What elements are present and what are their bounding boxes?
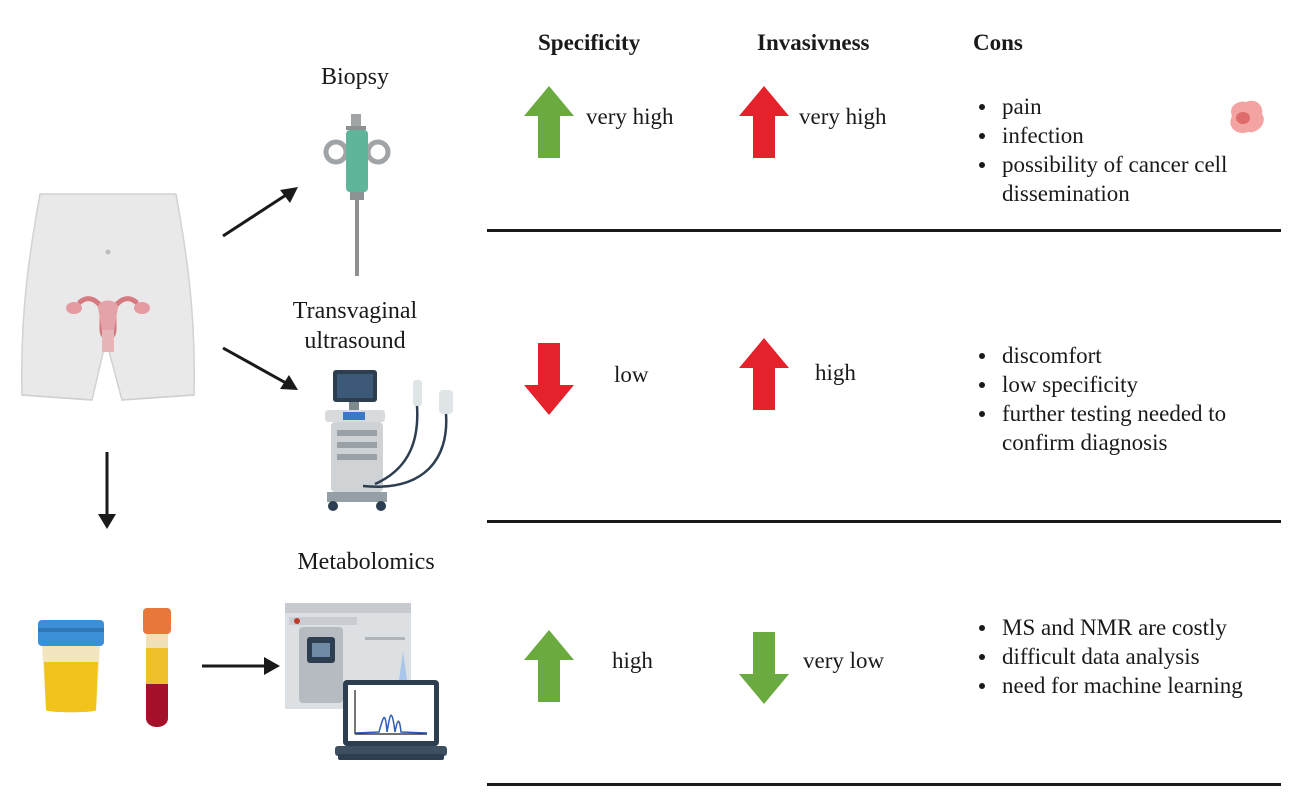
arrow-up-icon	[739, 338, 789, 410]
cons-item: difficult data analysis	[973, 642, 1293, 671]
invasiveness-value: very high	[799, 104, 887, 129]
arrow-to-ultrasound	[222, 346, 298, 390]
row-divider	[487, 229, 1281, 232]
ultrasound-machine-icon	[325, 370, 453, 511]
arrow-to-metabolomics	[202, 657, 280, 675]
cons-item: discomfort	[973, 341, 1283, 370]
row-divider	[487, 520, 1281, 523]
cons-item: infection	[973, 121, 1273, 150]
cons-item: MS and NMR are costly	[973, 613, 1293, 642]
urine-sample-cup-icon	[38, 620, 104, 713]
method-title-biopsy: Biopsy	[320, 64, 389, 90]
cons-item: possibility of cancer cell dissemination	[973, 150, 1273, 208]
invasiveness-value: high	[815, 360, 856, 385]
laptop-chromatogram-icon	[335, 680, 447, 760]
cons-item: need for machine learning	[973, 671, 1293, 700]
header-specificity: Specificity	[538, 30, 641, 55]
specificity-value: very high	[586, 104, 674, 129]
biopsy-needle-icon	[323, 114, 391, 276]
cons-list: MS and NMR are costly difficult data ana…	[973, 613, 1293, 700]
blood-tube-icon	[143, 608, 171, 727]
arrow-to-samples	[98, 452, 116, 529]
arrow-up-icon	[524, 86, 574, 158]
cons-list: pain infection possibility of cancer cel…	[973, 92, 1273, 208]
specificity-value: low	[614, 362, 649, 387]
cancer-cell-icon	[1230, 100, 1264, 134]
arrow-down-icon	[739, 632, 789, 704]
method-title-metabolomics: Metabolomics	[297, 549, 435, 575]
specificity-value: high	[612, 648, 653, 673]
cons-item: further testing needed to confirm diagno…	[973, 399, 1283, 457]
header-invasiveness: Invasivness	[757, 30, 870, 55]
invasiveness-value: very low	[803, 648, 885, 673]
arrow-up-icon	[524, 630, 574, 702]
arrow-to-biopsy	[222, 187, 298, 238]
cons-list: discomfort low specificity further testi…	[973, 341, 1283, 457]
arrow-down-icon	[524, 343, 574, 415]
header-cons: Cons	[973, 30, 1023, 55]
row-divider	[487, 783, 1281, 786]
method-title-ultrasound: Transvaginal ultrasound	[270, 296, 440, 356]
female-body-uterus-icon	[21, 193, 195, 401]
method-title-ultrasound-text: Transvaginal ultrasound	[292, 298, 418, 354]
arrow-up-icon	[739, 86, 789, 158]
cons-item: low specificity	[973, 370, 1283, 399]
cons-item: pain	[973, 92, 1273, 121]
